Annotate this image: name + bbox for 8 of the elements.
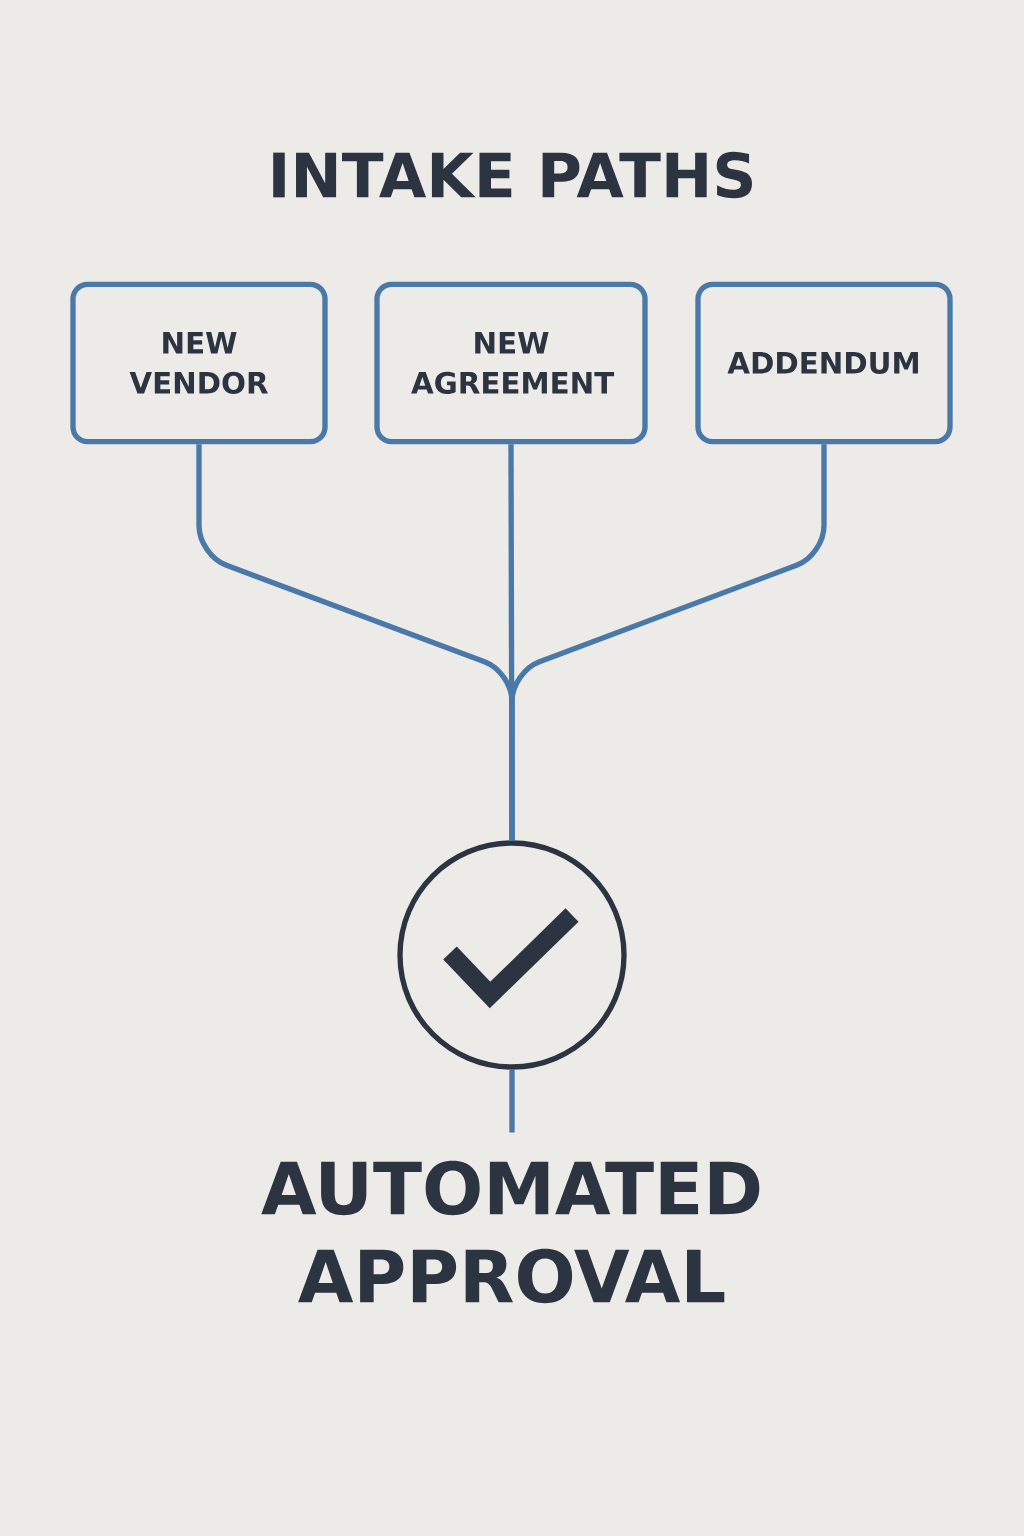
connector-line <box>509 1069 515 1133</box>
process-box: NEW VENDOR <box>70 281 328 445</box>
check-circle <box>397 840 627 1070</box>
process-box: ADDENDUM <box>695 281 953 445</box>
result-label: AUTOMATED APPROVAL <box>261 1160 760 1304</box>
process-box: NEW AGREEMENT <box>374 281 648 445</box>
title: INTAKE PATHS <box>273 151 752 199</box>
connector-line <box>509 444 827 841</box>
